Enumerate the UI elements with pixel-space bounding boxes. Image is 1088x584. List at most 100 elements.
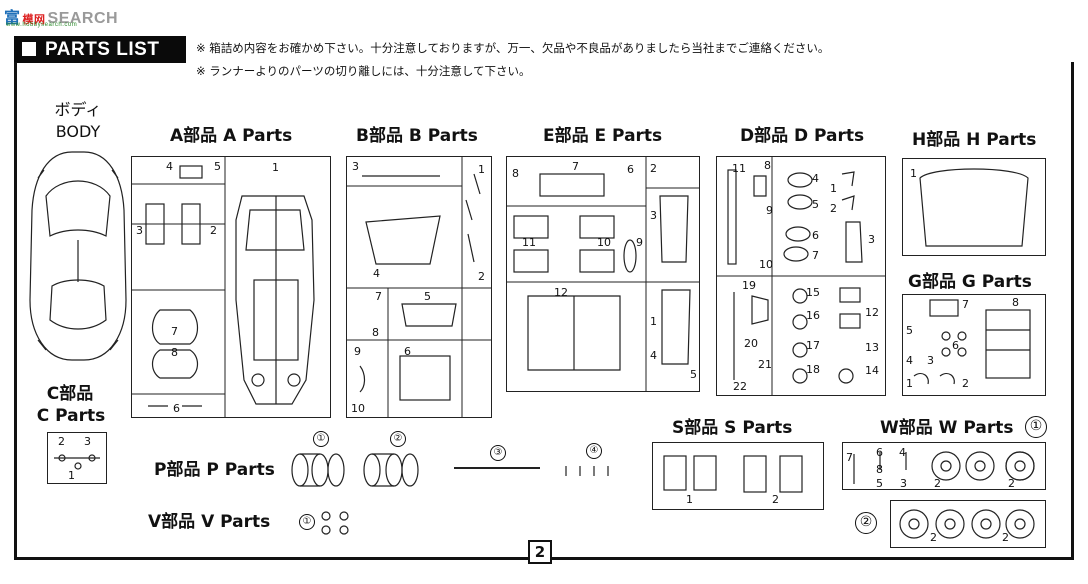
e-part-8-number: 8 [512,167,519,180]
section-e-label: E部品 E Parts [543,126,663,146]
sprue-w1 [842,442,1046,490]
car-body-drawing [29,151,127,361]
d-part-1-number: 1 [830,182,837,195]
e-part-12-number: 12 [554,286,568,299]
g-part-5-number: 5 [906,324,913,337]
d-part-3-number: 3 [868,233,875,246]
g-part-7-number: 7 [962,298,969,311]
sprue-b [346,156,492,418]
watermark-url: www.hobbysearch.com [6,22,78,28]
sprue-w2 [890,500,1046,548]
e-part-9-number: 9 [636,236,643,249]
e-part-5-number: 5 [690,368,697,381]
note-cut-carefully: ※ ランナーよりのパーツの切り離しには、十分注意して下さい。 [196,64,531,78]
section-b-label: B部品 B Parts [356,126,478,146]
parts-list-title: PARTS LIST [45,39,160,60]
d-part-8-number: 8 [764,159,771,172]
b-part-5-number: 5 [424,290,431,303]
section-d-label: D部品 D Parts [740,126,865,146]
e-part-1-number: 1 [650,315,657,328]
a-part-8-number: 8 [171,346,178,359]
g-part-6-number: 6 [952,339,959,352]
d-part-18-number: 18 [806,363,820,376]
section-v-label: V部品 V Parts [148,512,271,532]
d-part-20-number: 20 [744,337,758,350]
parts-list-banner: PARTS LIST [14,36,186,63]
section-c-label-en: C Parts [36,406,106,426]
a-part-4-number: 4 [166,160,173,173]
a-part-5-number: 5 [214,160,221,173]
section-a-label: A部品 A Parts [170,126,293,146]
section-h-label: H部品 H Parts [912,130,1037,150]
e-part-4-number: 4 [650,349,657,362]
body-label-jp: ボディ [54,100,102,119]
a-part-1-number: 1 [272,161,279,174]
w-part-4-number: 4 [899,446,906,459]
e-part-3-number: 3 [650,209,657,222]
b-part-7-number: 7 [375,290,382,303]
note-check-contents: ※ 箱詰め内容をお確かめ下さい。十分注意しておりますが、万一、欠品や不良品があり… [196,41,830,55]
g-part-4-number: 4 [906,354,913,367]
b-part-1-number: 1 [478,163,485,176]
b-part-4-number: 4 [373,267,380,280]
p-screw-4-marker: ④ [586,443,602,459]
w-sprue-1-marker: ① [1025,416,1047,438]
e-parts-drawing [513,173,691,371]
d-part-17-number: 17 [806,339,820,352]
p-shaft-3-marker: ③ [490,445,506,461]
watermark-search: SEARCH [47,10,119,27]
watermark-site-mid: 模网 [22,13,46,26]
b-part-10-number: 10 [351,402,365,415]
section-g-label: G部品 G Parts [908,272,1032,292]
b-part-3-number: 3 [352,160,359,173]
s-part-2-number: 2 [772,493,779,506]
sprue-s [652,442,824,510]
w-part-5-number: 5 [876,477,883,490]
v-washer-1-marker: ① [299,514,315,530]
d-part-21-number: 21 [758,358,772,371]
d-part-7-number: 7 [812,249,819,262]
sprue-g [902,294,1046,396]
w-part-8-number: 8 [876,463,883,476]
e-part-6-number: 6 [627,163,634,176]
d-part-14-number: 14 [865,364,879,377]
d-part-19-number: 19 [742,279,756,292]
c-parts-drawing [54,454,100,470]
b-part-6-number: 6 [404,345,411,358]
w-part-6-number: 6 [876,446,883,459]
d-part-6-number: 6 [812,229,819,242]
d-part-5-number: 5 [812,198,819,211]
a-part-7-number: 7 [171,325,178,338]
section-p-label: P部品 P Parts [154,460,275,480]
s-part-1-number: 1 [686,493,693,506]
d-part-13-number: 13 [865,341,879,354]
w1-part-2-number: 2 [934,477,941,490]
page-number: 2 [528,540,552,564]
g-part-8-number: 8 [1012,296,1019,309]
c-part-3-number: 3 [84,435,91,448]
e-part-7-number: 7 [572,160,579,173]
d-parts-drawing [727,169,863,384]
c-part-1-number: 1 [68,469,75,482]
d-part-15-number: 15 [806,286,820,299]
d-part-10-number: 10 [759,258,773,271]
b-parts-drawing [359,173,481,401]
h-part-1-number: 1 [910,167,917,180]
e-part-11-number: 11 [522,236,536,249]
watermark-site-char: 富 [4,10,21,27]
b-part-2-number: 2 [478,270,485,283]
a-part-6-number: 6 [173,402,180,415]
p-tires-drawing [291,453,609,487]
section-c-label-jp: C部品 [46,384,94,404]
e-part-2-number: 2 [650,162,657,175]
section-w-label: W部品 W Parts [880,418,1014,438]
body-label-en: BODY [55,122,101,141]
w2-part-2-number: 2 [930,531,937,544]
square-bullet-icon [22,42,36,56]
b-part-8-number: 8 [372,326,379,339]
w-sprue-2-marker: ② [855,512,877,534]
g-part-2-number: 2 [962,377,969,390]
d-part-9-number: 9 [766,204,773,217]
d-part-16-number: 16 [806,309,820,322]
